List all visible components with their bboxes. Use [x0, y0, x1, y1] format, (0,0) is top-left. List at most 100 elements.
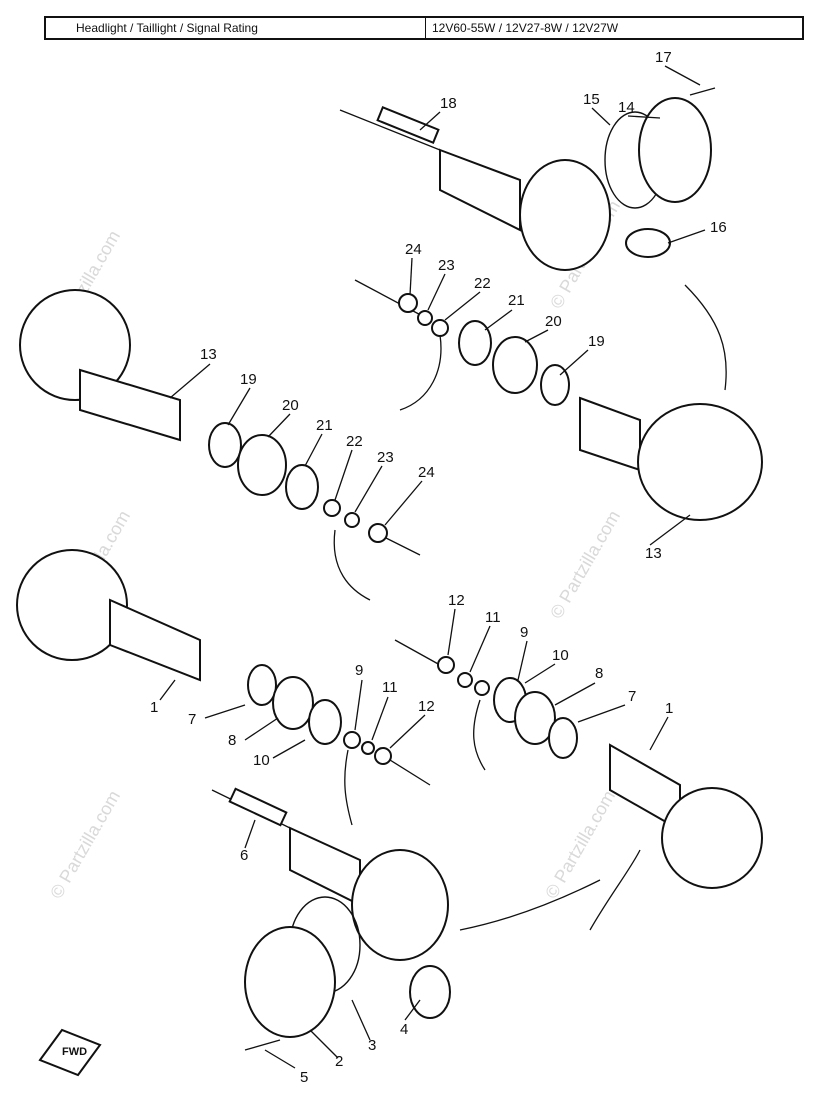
rating-value: 12V60-55W / 12V27-8W / 12V27W — [432, 21, 619, 35]
wire-lead — [339, 109, 441, 151]
signal-lens — [661, 787, 763, 889]
cushion — [272, 676, 314, 730]
callout: 21 — [316, 417, 333, 434]
watermark: © Partzilla.com — [46, 787, 124, 902]
wire-lead — [389, 759, 431, 786]
callout: 13 — [200, 346, 217, 363]
callout: 22 — [474, 275, 491, 292]
lock-washer — [344, 512, 360, 528]
callout-leaders — [159, 65, 706, 1069]
lens-screw — [689, 87, 716, 96]
washer — [431, 319, 449, 337]
cushion — [514, 691, 556, 745]
callout: 11 — [382, 679, 398, 696]
callout: 8 — [228, 732, 236, 749]
signal-stem — [289, 826, 361, 907]
callout: 9 — [355, 662, 363, 679]
collar — [208, 422, 242, 468]
rating-label: Headlight / Taillight / Signal Rating — [46, 18, 426, 38]
front-left-signal — [16, 549, 431, 826]
taillight-lens — [638, 97, 712, 203]
assembly-arrow — [589, 849, 641, 931]
washer — [474, 680, 490, 696]
callout: 24 — [418, 464, 435, 481]
taillight-housing — [519, 159, 611, 271]
cushion — [237, 434, 287, 496]
callout: 16 — [710, 219, 727, 236]
callout: 20 — [282, 397, 299, 414]
callout: 10 — [253, 752, 270, 769]
wire-lead — [385, 537, 421, 556]
nut — [398, 293, 418, 313]
collar — [540, 364, 570, 406]
wire-spring — [228, 787, 288, 827]
callout: 23 — [377, 449, 394, 466]
taillight-assembly — [339, 87, 727, 391]
callout: 3 — [368, 1037, 376, 1054]
rating-table: Headlight / Taillight / Signal Rating 12… — [44, 16, 804, 40]
plate — [458, 320, 492, 366]
callout: 8 — [595, 665, 603, 682]
plate — [285, 464, 319, 510]
nut — [374, 747, 392, 765]
signal-housing — [637, 403, 763, 521]
callout: 19 — [588, 333, 605, 350]
callout: 2 — [335, 1053, 343, 1070]
callout: 22 — [346, 433, 363, 450]
callout: 7 — [188, 711, 196, 728]
callout: 9 — [520, 624, 528, 641]
wire-lead — [394, 639, 441, 666]
fwd-arrow-icon — [38, 1028, 102, 1077]
callout: 17 — [655, 49, 672, 66]
lens-screw — [244, 1039, 281, 1051]
callout: 20 — [545, 313, 562, 330]
callout: 24 — [405, 241, 422, 258]
watermark: © Partzilla.com — [546, 507, 624, 622]
signal-wire — [333, 529, 371, 601]
callout-numbers: 1 1 2 3 4 5 6 7 7 8 8 9 9 10 10 11 11 12… — [150, 49, 727, 1086]
signal-lens — [16, 549, 128, 661]
callout: 15 — [583, 91, 600, 108]
callout: 1 — [150, 699, 158, 716]
callout: 11 — [485, 609, 501, 626]
signal-housing — [351, 849, 449, 961]
callout: 4 — [400, 1021, 408, 1038]
callout: 6 — [240, 847, 248, 864]
signal-stem — [79, 368, 181, 442]
signal-housing — [19, 289, 131, 401]
signal-stem — [579, 396, 641, 472]
callout: 19 — [240, 371, 257, 388]
taillight-bulb — [625, 228, 671, 258]
rear-left-signal — [19, 289, 421, 601]
front-signal-exploded — [211, 787, 601, 1051]
fwd-label: FWD — [62, 1046, 87, 1058]
signal-lens — [244, 926, 336, 1038]
collar — [548, 717, 578, 759]
lock-washer — [361, 741, 375, 755]
callout: 18 — [440, 95, 457, 112]
callout: 21 — [508, 292, 525, 309]
collar — [247, 664, 277, 706]
callout: 7 — [628, 688, 636, 705]
assembly-arrow — [684, 284, 727, 391]
signal-wire — [344, 749, 353, 826]
nut — [368, 523, 388, 543]
watermark: © Partzilla.com — [541, 787, 619, 902]
taillight-stem — [439, 148, 521, 232]
callout: 12 — [418, 698, 435, 715]
callout: 5 — [300, 1069, 308, 1086]
fwd-arrow: FWD — [38, 1028, 102, 1077]
washer — [323, 499, 341, 517]
callout: 1 — [665, 700, 673, 717]
assembly-arrow — [459, 879, 601, 931]
callout: 13 — [645, 545, 662, 562]
signal-bulb — [409, 965, 451, 1019]
lock-washer — [417, 310, 433, 326]
lock-washer — [457, 672, 473, 688]
signal-stem — [109, 598, 201, 682]
signal-wire — [473, 699, 486, 771]
signal-wire — [399, 334, 442, 411]
washer — [343, 731, 361, 749]
callout: 23 — [438, 257, 455, 274]
